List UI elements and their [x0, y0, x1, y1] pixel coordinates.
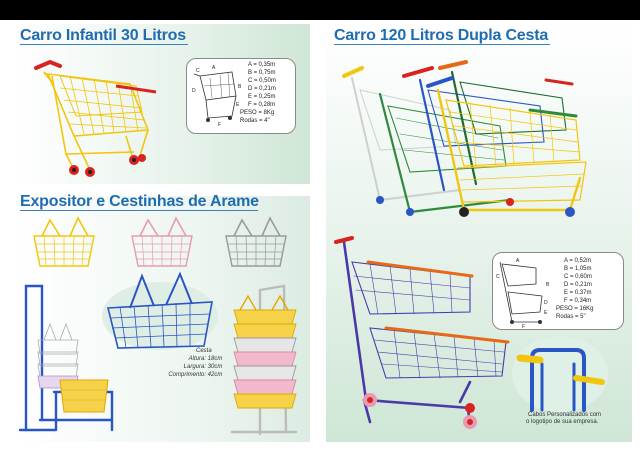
double-cart-title-underline [334, 44, 550, 45]
double-spec-wheels: Rodas = 5" [556, 314, 586, 320]
pink-basket-image [131, 216, 193, 267]
child-cart-title: Carro Infantil 30 Litros [20, 27, 186, 44]
double-diagram-letter-e: E [544, 310, 548, 316]
child-spec-weight: PESO = 8Kg [240, 110, 275, 116]
double-cart-diagram: A B C D E F [496, 258, 550, 330]
child-diagram-letter-a: A [212, 65, 216, 71]
double-spec-a: A = 0,52m [564, 258, 592, 264]
basket-dim-length-label: Comprimento: [168, 372, 206, 378]
double-diagram-letter-f: F [522, 324, 525, 330]
double-spec-f: F = 0,34m [564, 298, 592, 304]
double-diagram-letter-c: C [496, 274, 500, 280]
basket-dim-height-label: Altura: [188, 356, 206, 362]
double-spec-e: E = 0,37m [564, 290, 592, 296]
double-cart-spec-box [492, 252, 624, 330]
display-baskets-title-underline [20, 210, 258, 211]
child-spec-e: E = 0,25m [248, 94, 276, 100]
double-diagram-letter-d: D [544, 300, 548, 306]
basket-dim-width-label: Largura: [183, 364, 206, 370]
child-spec-d: D = 0,21m [248, 86, 276, 92]
child-spec-a: A = 0,35m [248, 62, 276, 68]
double-diagram-letter-b: B [546, 282, 550, 288]
basket-dim-length-value: 42cm [207, 372, 223, 378]
double-spec-weight: PESO = 16Kg [556, 306, 594, 312]
double-spec-d: D = 0,21m [564, 282, 592, 288]
basket-dim-width: Largura: 30cm [160, 364, 240, 370]
colored-carts-row-image [342, 60, 587, 217]
grey-display-stand-image [230, 284, 298, 436]
basket-dim-height-value: 18cm [207, 356, 223, 362]
purple-double-cart-image [334, 236, 510, 429]
large-blue-basket-image [102, 271, 218, 350]
child-diagram-letter-c: C [196, 68, 200, 74]
child-cart-diagram: A B C D E F [192, 65, 242, 128]
child-diagram-letter-b: B [238, 84, 242, 90]
child-cart-spec-box [186, 58, 296, 134]
display-baskets-title: Expositor e Cestinhas de Arame [20, 193, 259, 210]
handle-note-line2: o logotipo de sua empresa. [526, 419, 599, 425]
child-diagram-letter-e: E [236, 102, 240, 108]
child-spec-f: F = 0,28m [248, 102, 276, 108]
child-spec-b: B = 0,75m [248, 70, 276, 76]
child-diagram-letter-f: F [218, 122, 221, 128]
child-spec-c: C = 0,50m [248, 78, 276, 84]
basket-dims-heading: Cesta [196, 348, 212, 354]
child-diagram-letter-d: D [192, 88, 196, 94]
child-spec-wheels: Rodas = 4" [240, 118, 270, 124]
blue-display-stand-image [18, 284, 114, 432]
handle-note-line1: Cabos Personalizados com [528, 412, 602, 418]
yellow-basket-image [33, 216, 95, 267]
double-cart-title: Carro 120 Litros Dupla Cesta [334, 27, 549, 44]
double-diagram-letter-a: A [516, 258, 520, 264]
top-black-bar [0, 0, 640, 20]
grey-basket-image [225, 216, 287, 267]
basket-dim-length: Comprimento: 42cm [160, 372, 250, 378]
double-spec-b: B = 1,05m [564, 266, 592, 272]
double-spec-c: C = 0,60m [564, 274, 592, 280]
basket-dim-height: Altura: 18cm [160, 356, 240, 362]
child-cart-image [34, 59, 157, 177]
child-cart-title-underline [20, 44, 188, 45]
basket-dim-width-value: 30cm [207, 364, 223, 370]
custom-handle-closeup-image [512, 336, 608, 412]
